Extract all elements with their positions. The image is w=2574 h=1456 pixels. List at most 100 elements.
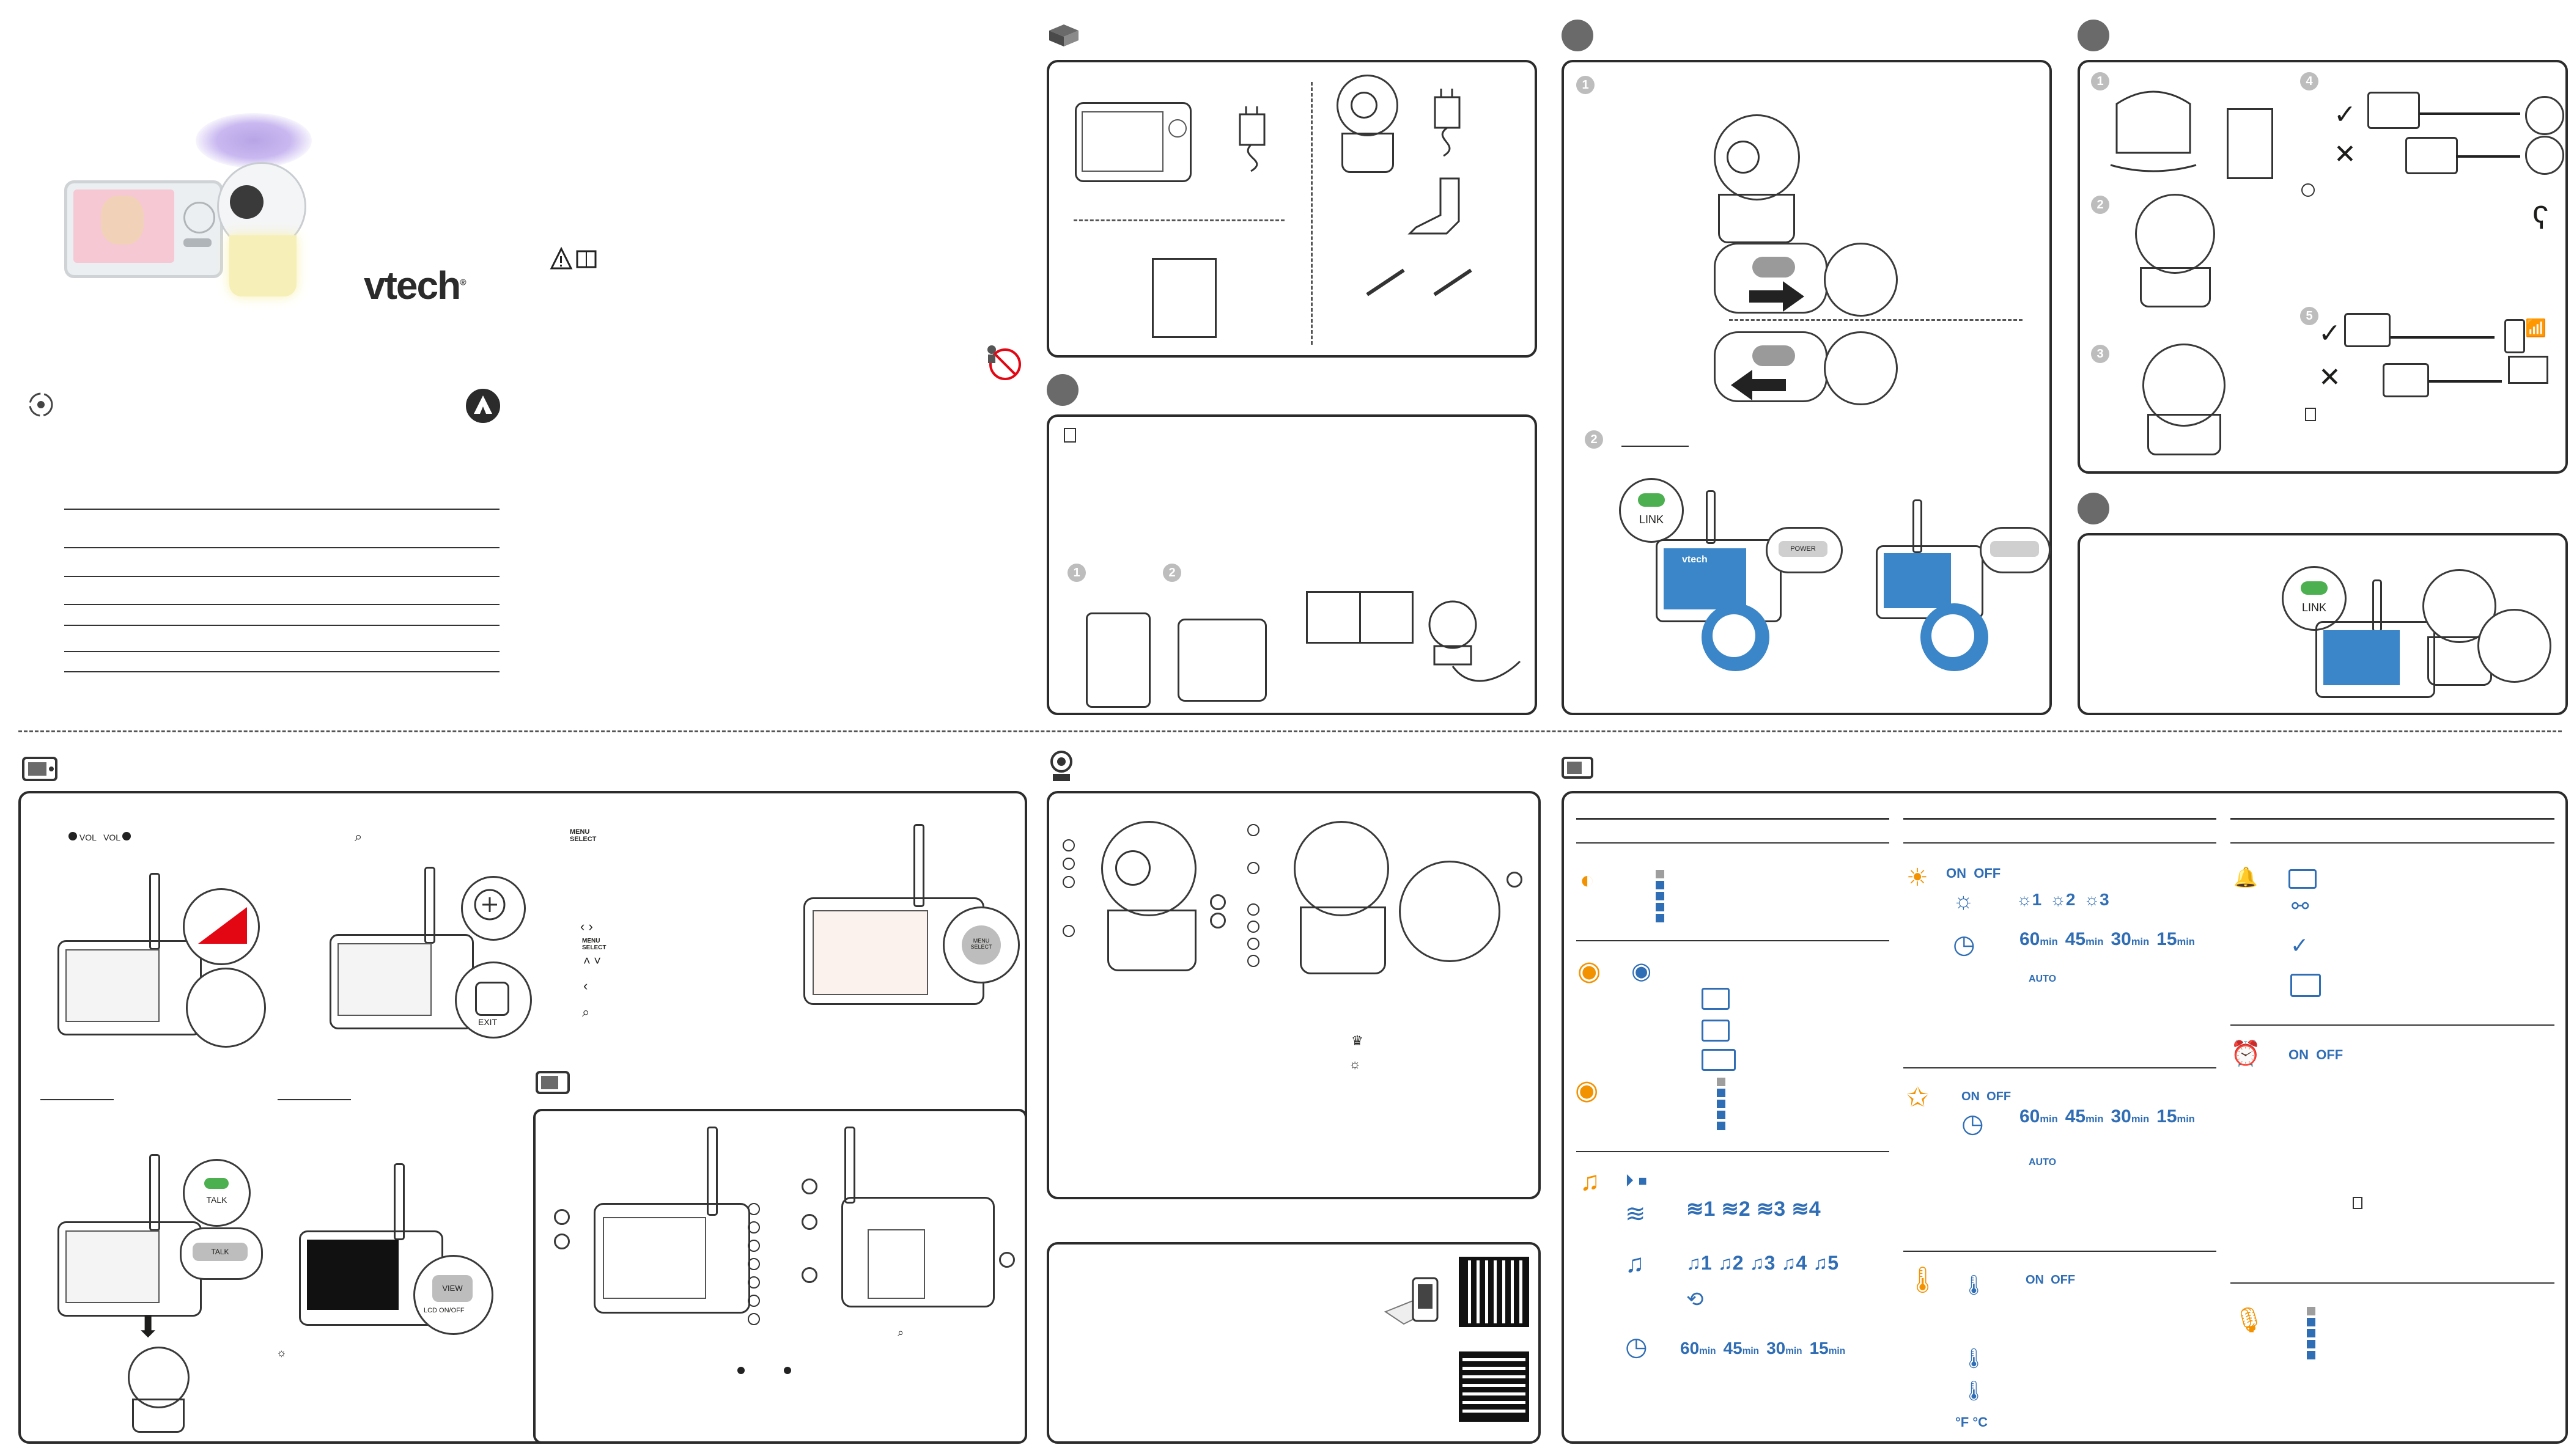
nightstand-drawing: [2227, 108, 2273, 179]
app-download-panel: [1047, 1242, 1541, 1444]
night-light-color-option[interactable]: ☼3: [2084, 890, 2109, 909]
screen-brand: vtech: [1682, 554, 1708, 565]
manual-drawing: [1152, 258, 1217, 338]
projection-onoff[interactable]: ON OFF: [1961, 1090, 2011, 1104]
timer-option[interactable]: 60min: [2019, 929, 2058, 949]
off-label: OFF: [2051, 1273, 2076, 1287]
timer-option[interactable]: 15min: [2156, 929, 2195, 949]
link-alert-icon: ⚯: [2292, 895, 2309, 918]
vol-plus-label: VOL: [103, 833, 120, 842]
microphone-sensitivity-bars: [2307, 1307, 2319, 1368]
phone-drawing: [2504, 319, 2525, 353]
talk-button[interactable]: TALK: [193, 1243, 248, 1261]
qr-code-2[interactable]: [1459, 1351, 1529, 1422]
off-label: OFF: [1974, 866, 2001, 881]
night-light-color-options[interactable]: ☼1 ☼2 ☼3: [2016, 890, 2118, 910]
temperature-low-icon: 🌡: [1961, 1347, 1986, 1369]
lullaby-option[interactable]: ♫4: [1781, 1252, 1807, 1274]
step-number: 1: [1576, 76, 1595, 94]
callout-dots: [1246, 824, 1264, 977]
camera-base-drawing: [132, 1399, 185, 1433]
dpad-callout: MENU SELECT: [943, 906, 1020, 984]
timer-unit: min: [2177, 936, 2195, 947]
camera-base-drawing: [2147, 414, 2221, 455]
projection-glow-image: [196, 113, 312, 168]
camera-signal-icon: ◉: [1575, 1075, 1599, 1105]
white-noise-options[interactable]: ≋1≋2≋3≋4: [1686, 1197, 1827, 1221]
timer-option[interactable]: 45min: [2065, 929, 2104, 949]
antenna-drawing: [844, 1127, 855, 1204]
timer-option[interactable]: 15min: [2156, 1106, 2195, 1127]
timer-option[interactable]: 60min: [2019, 1106, 2058, 1127]
timer-value: 15: [2156, 929, 2177, 949]
vol-minus-label: VOL: [79, 833, 97, 842]
section-badge: [2078, 20, 2109, 51]
auto-option[interactable]: AUTO: [2029, 1157, 2057, 1167]
lullaby-timer-options[interactable]: 60min 45min 30min 15min: [1680, 1339, 1853, 1358]
menu-select-button[interactable]: MENU SELECT: [962, 925, 1001, 965]
antenna-drawing: [424, 867, 435, 944]
white-noise-option[interactable]: ≋4: [1791, 1197, 1821, 1221]
timer-unit: min: [1742, 1346, 1760, 1356]
camera-alarm-onoff[interactable]: ON OFF: [2288, 1047, 2343, 1063]
phone-app-drawing: [1382, 1275, 1440, 1330]
timer-option[interactable]: 45min: [1724, 1339, 1760, 1358]
ear-icon: ʕ: [2532, 200, 2548, 236]
projection-timer-options[interactable]: 60min 45min 30min 15min: [2019, 1106, 2202, 1127]
night-light-color-option[interactable]: ☼2: [2050, 890, 2076, 909]
timer-icon: ◷: [1961, 1109, 1984, 1138]
temperature-alert-onoff[interactable]: ON OFF: [2026, 1273, 2075, 1287]
timer-value: 60: [2019, 929, 2040, 949]
form-line: [64, 651, 500, 652]
level-bar: [1717, 1078, 1725, 1086]
level-bar: [1656, 881, 1664, 889]
lullaby-option[interactable]: ♫2: [1717, 1252, 1744, 1274]
lullaby-option[interactable]: ♫3: [1749, 1252, 1776, 1274]
lullaby-options[interactable]: ♫1♫2♫3♫4 ♫5: [1686, 1252, 1845, 1274]
timer-option[interactable]: 30min: [2111, 1106, 2149, 1127]
eye-icon: ◉: [1631, 958, 1652, 984]
column-header-rule: [1903, 818, 2216, 820]
on-label: ON: [2026, 1273, 2044, 1287]
note-icon: [2353, 1197, 2362, 1209]
camera-base-drawing: [1718, 194, 1795, 243]
lullaby-option[interactable]: ♫1: [1686, 1252, 1712, 1274]
antenna-drawing: [149, 873, 160, 950]
white-noise-option[interactable]: ≋2: [1721, 1197, 1750, 1221]
timer-unit: min: [2131, 1114, 2150, 1125]
parent-unit-drawing: [330, 934, 474, 1029]
timer-option[interactable]: 30min: [2111, 929, 2149, 949]
baby-sleeping-callout: [1920, 603, 1988, 671]
volume-indicator-callout: [183, 888, 260, 965]
parent-unit-drawing: [1876, 545, 1983, 619]
camera-speaking-drawing: [128, 1347, 190, 1408]
callout-dot: [802, 1267, 817, 1283]
install-panel: 1 2: [1047, 414, 1537, 715]
status-light-callout: [2477, 609, 2551, 683]
step-number: 2: [1163, 564, 1181, 582]
projection-icon: ✩: [1906, 1083, 1929, 1112]
timer-icon: ◷: [1953, 930, 1975, 958]
timer-option[interactable]: 30min: [1766, 1339, 1802, 1358]
link-button-callout: LINK: [1619, 478, 1684, 543]
timer-option[interactable]: 60min: [1680, 1339, 1716, 1358]
auto-option[interactable]: AUTO: [2029, 974, 2057, 984]
white-noise-option[interactable]: ≋1: [1686, 1197, 1716, 1221]
lullaby-option[interactable]: ♫5: [1813, 1252, 1838, 1274]
night-light-color-option[interactable]: ☼1: [2016, 890, 2042, 909]
timer-option[interactable]: 45min: [2065, 1106, 2104, 1127]
white-noise-option[interactable]: ≋3: [1756, 1197, 1786, 1221]
level-bar: [1656, 870, 1664, 878]
brand-logo-text: vtech: [364, 263, 461, 307]
night-light-onoff[interactable]: ON OFF: [1946, 866, 2001, 881]
timer-unit: min: [2085, 1114, 2104, 1125]
qr-code-1[interactable]: [1459, 1257, 1529, 1327]
form-line: [64, 576, 500, 577]
timer-option[interactable]: 15min: [1810, 1339, 1846, 1358]
parent-unit-icon: [536, 1070, 572, 1095]
temperature-icon: 🌡: [1906, 1265, 1939, 1294]
temperature-unit-options[interactable]: °F °C: [1955, 1414, 1988, 1430]
view-button[interactable]: VIEW: [432, 1275, 473, 1302]
light-on-callout: [1824, 243, 1898, 317]
